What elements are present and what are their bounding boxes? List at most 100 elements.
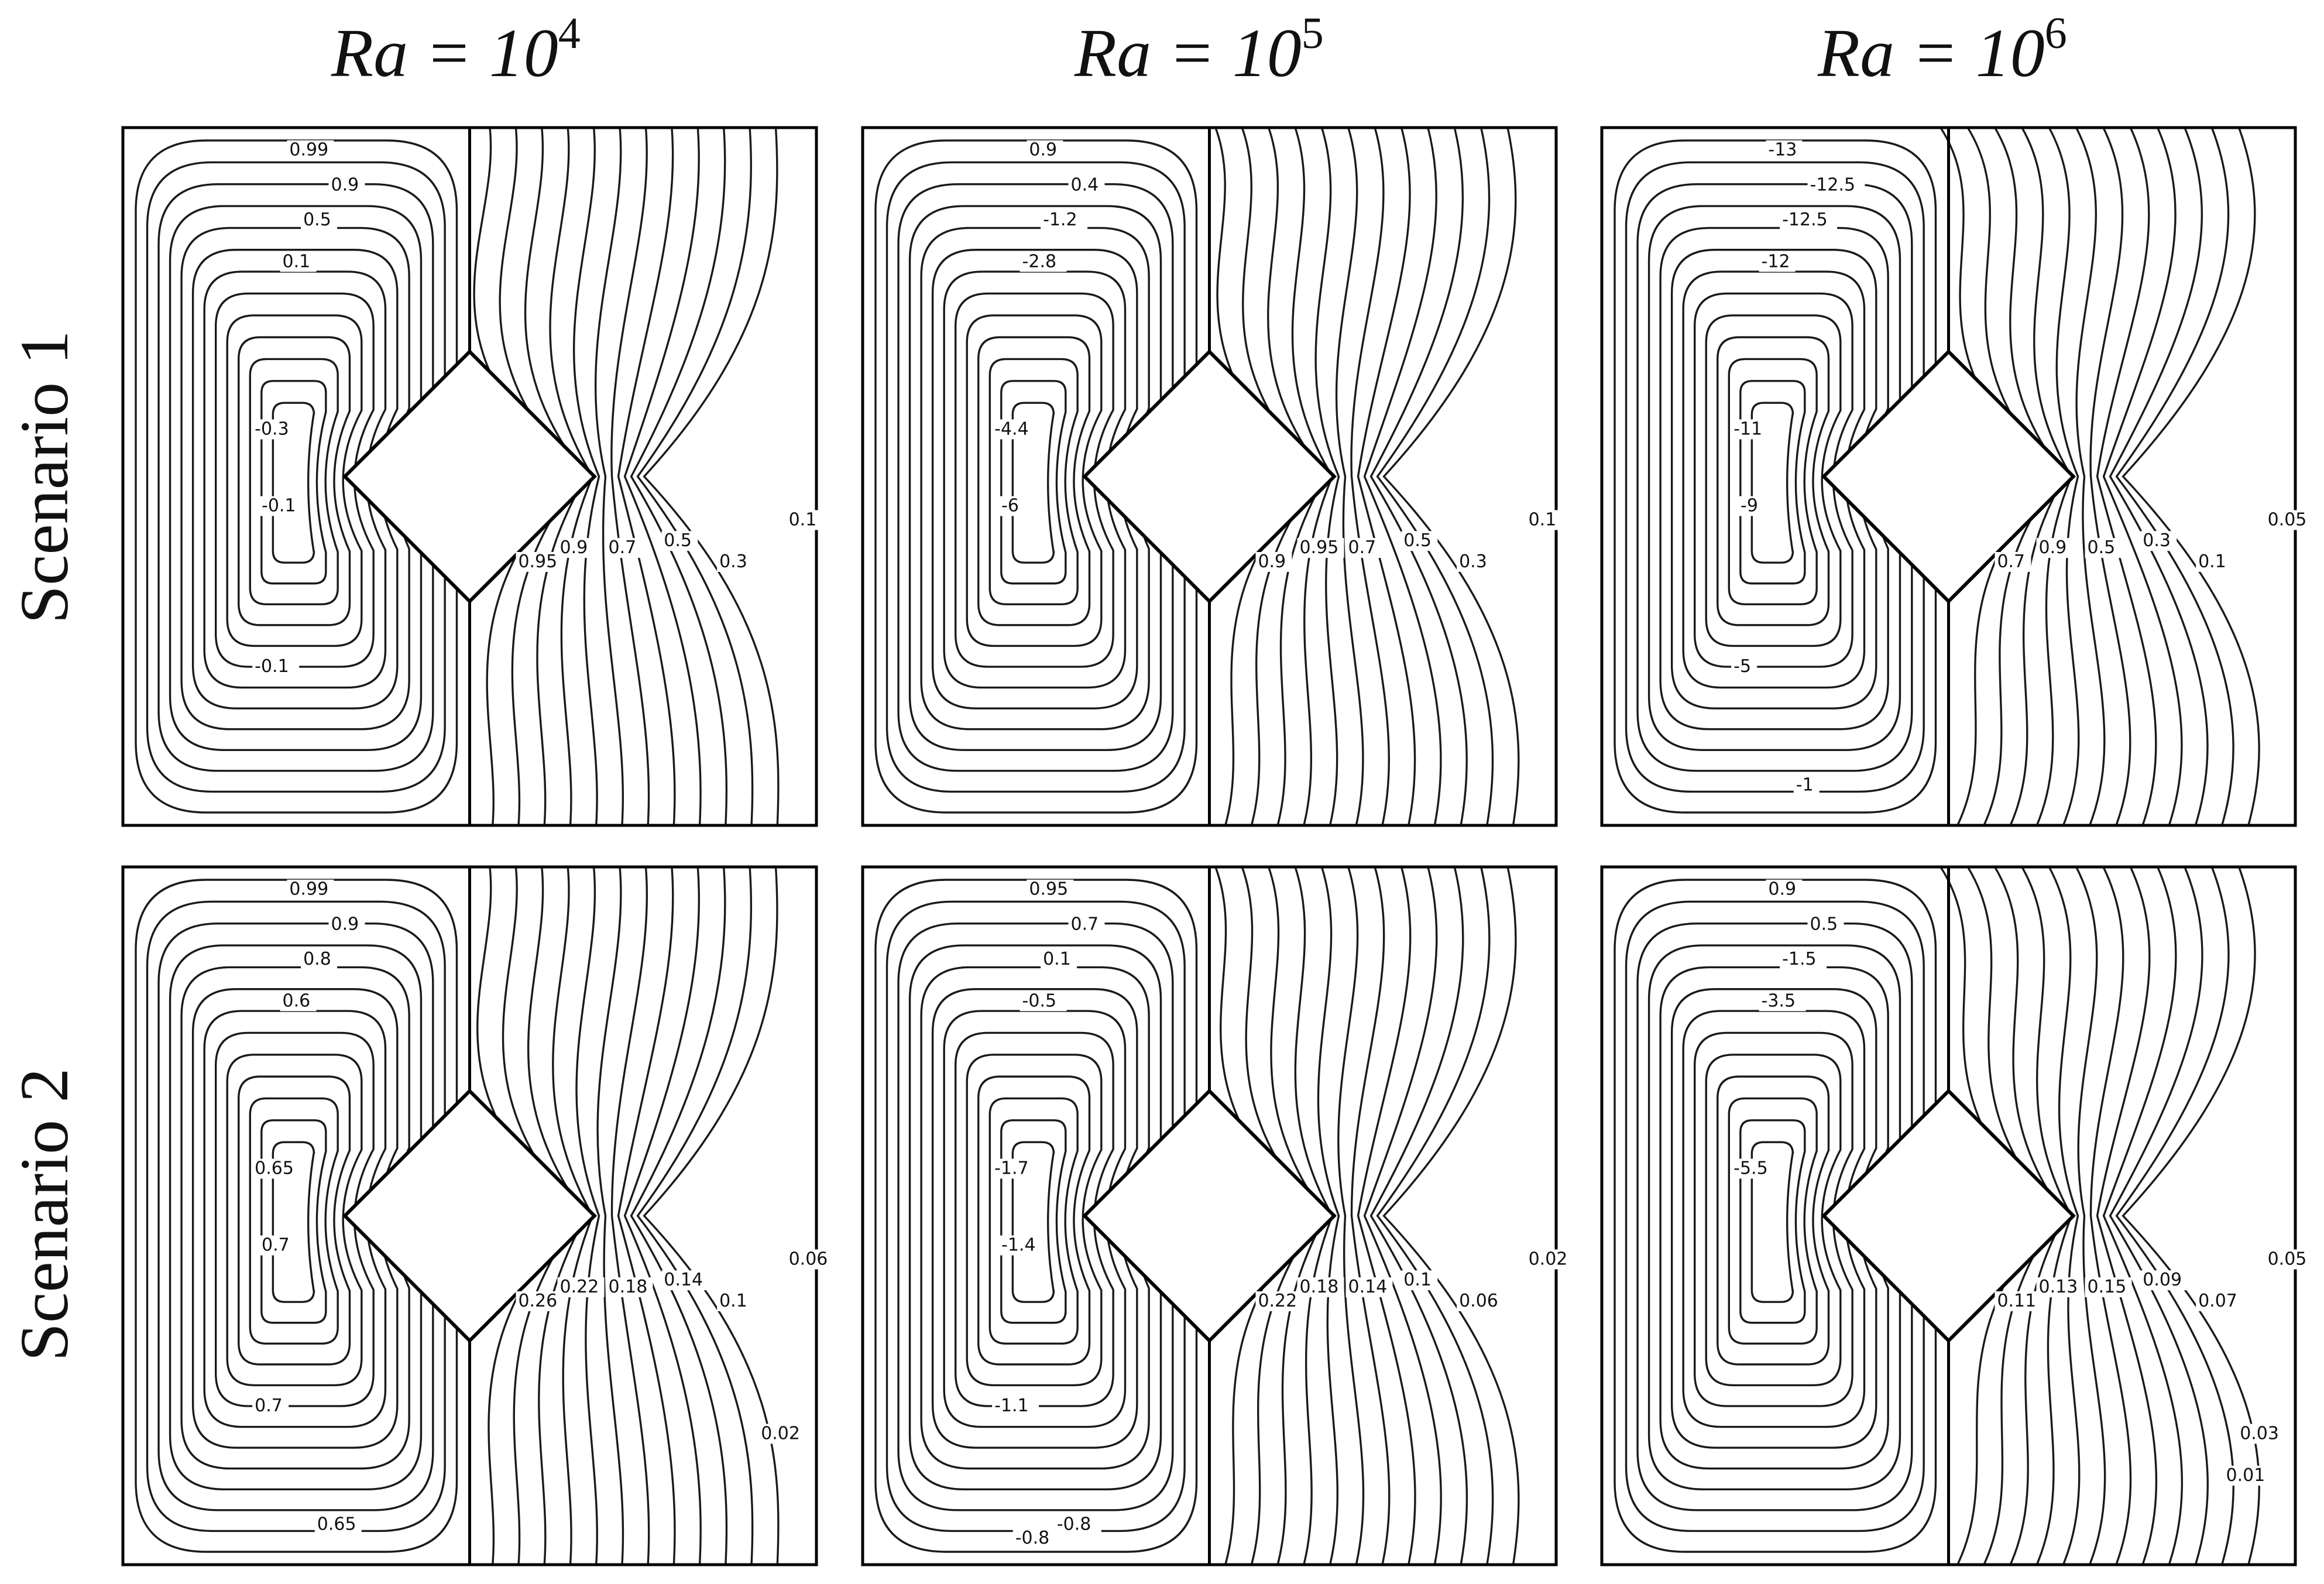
contour-label-right: 0.14 xyxy=(1348,1277,1388,1297)
contour-label-left-bg xyxy=(1041,949,1077,969)
contour-label-left: -1.1 xyxy=(994,1396,1029,1416)
contour-label-right: 0.22 xyxy=(1258,1291,1297,1311)
diamond-obstacle xyxy=(1821,349,2076,604)
contour-label-right-bg xyxy=(2036,1277,2083,1298)
left-isoline xyxy=(1682,270,1866,689)
contour-label-right: 0.9 xyxy=(2039,537,2067,558)
contour-label-right-bg xyxy=(557,1277,605,1298)
contour-label-right-bg xyxy=(1401,531,1438,551)
contour-label-right-bg xyxy=(1995,551,2031,572)
left-isoline xyxy=(1705,314,1842,647)
contour-label-left-bg xyxy=(1054,1514,1101,1535)
column-headers: Ra = 104 Ra = 105 Ra = 106 xyxy=(331,9,2067,91)
left-isoline xyxy=(272,1141,315,1303)
left-isoline xyxy=(238,1075,351,1366)
contour-label-left-bg xyxy=(1793,775,1820,796)
right-isoline xyxy=(610,866,650,1565)
right-isoline xyxy=(623,866,702,1565)
contour-label-right-bg xyxy=(1345,1277,1393,1298)
contour-label-left: 0.65 xyxy=(255,1158,294,1178)
contour-label-left-bg xyxy=(1780,949,1827,969)
left-isoline xyxy=(203,270,387,689)
right-isoline xyxy=(2102,866,2184,1565)
contour-label-right: 0.05 xyxy=(2268,509,2307,530)
left-isoline xyxy=(249,1097,339,1345)
contour-label-right-bg xyxy=(516,1291,563,1311)
left-isoline xyxy=(157,183,434,772)
contour-label-right: 0.09 xyxy=(2143,1270,2182,1290)
contour-label-left: -12 xyxy=(1762,251,1790,272)
contour-label-left: 0.6 xyxy=(283,990,311,1011)
contour-label-left-bg xyxy=(1068,914,1105,935)
left-isoline xyxy=(908,205,1162,751)
right-isoline xyxy=(596,866,624,1565)
contour-label-left: -12.5 xyxy=(1782,210,1828,230)
right-isoline xyxy=(617,127,676,826)
right-isoline xyxy=(1369,866,1468,1565)
right-isoline xyxy=(575,866,600,1565)
contour-label-left-bg xyxy=(280,991,317,1012)
left-isoline xyxy=(988,1097,1079,1345)
contour-label-left: -1 xyxy=(1796,774,1814,795)
left-isoline xyxy=(1728,358,1818,606)
contour-label-right-bg xyxy=(661,1270,709,1291)
contour-label-right-bg xyxy=(1457,551,1494,572)
contour-label-right-bg xyxy=(661,531,698,551)
contour-label-right-bg xyxy=(557,538,594,558)
left-isoline xyxy=(191,988,399,1449)
left-isoline xyxy=(955,292,1114,668)
contour-label-left-bg xyxy=(992,1396,1039,1416)
contour-label-right-bg xyxy=(786,510,823,530)
contour-label-right-bg xyxy=(2265,510,2312,530)
left-isoline xyxy=(966,314,1103,647)
contour-label-left-bg xyxy=(252,1158,300,1179)
contour-label-right-bg xyxy=(1255,1291,1303,1311)
contour-label-left-bg xyxy=(999,1235,1046,1256)
left-isoline xyxy=(897,923,1174,1511)
contour-label-left: 0.8 xyxy=(303,949,331,969)
contour-label-left: -0.1 xyxy=(255,656,289,677)
contour-label-left-bg xyxy=(1780,210,1838,230)
contour-label-left-bg xyxy=(1041,210,1088,230)
right-isoline xyxy=(1357,127,1416,826)
left-isoline xyxy=(1717,336,1830,626)
right-isoline xyxy=(1317,866,1340,1565)
right-isoline xyxy=(573,127,600,826)
left-isoline xyxy=(180,227,410,731)
right-isoline xyxy=(2048,866,2081,1565)
contour-label-left-bg xyxy=(1731,419,1768,440)
contour-label-right: 0.03 xyxy=(2240,1423,2279,1444)
left-isoline xyxy=(943,270,1127,689)
contour-label-left-bg xyxy=(1807,914,1844,935)
left-isoline xyxy=(135,139,458,814)
left-isoline xyxy=(931,988,1138,1449)
contour-label-right-bg xyxy=(2196,1291,2243,1311)
left-isoline xyxy=(1728,1097,1818,1345)
left-isoline xyxy=(1625,161,1925,793)
contour-label-left-bg xyxy=(301,949,338,969)
right-isoline xyxy=(610,127,650,826)
left-isoline xyxy=(988,358,1079,606)
left-isoline xyxy=(215,292,375,668)
contour-label-left-bg xyxy=(259,496,306,516)
contour-label-right: 0.07 xyxy=(2198,1291,2237,1311)
diamond-obstacle xyxy=(1821,1088,2076,1343)
right-isoline xyxy=(2122,127,2260,826)
left-isoline xyxy=(1717,1075,1830,1366)
right-isoline xyxy=(1335,127,1364,826)
left-isoline xyxy=(1647,205,1901,751)
diamond-obstacle xyxy=(1082,349,1337,604)
left-isoline xyxy=(943,1010,1127,1428)
column-label-ra6-base: Ra = 10 xyxy=(1817,15,2045,91)
contour-label-right: 0.5 xyxy=(664,530,692,551)
left-isoline xyxy=(272,402,315,564)
contour-label-left: -11 xyxy=(1733,419,1762,439)
left-isoline xyxy=(920,966,1150,1470)
panel-frame xyxy=(121,865,818,1566)
left-isoline xyxy=(135,879,458,1553)
contour-label-left: 0.65 xyxy=(317,1514,356,1534)
right-isoline xyxy=(2109,127,2209,826)
left-isoline xyxy=(1750,402,1794,564)
